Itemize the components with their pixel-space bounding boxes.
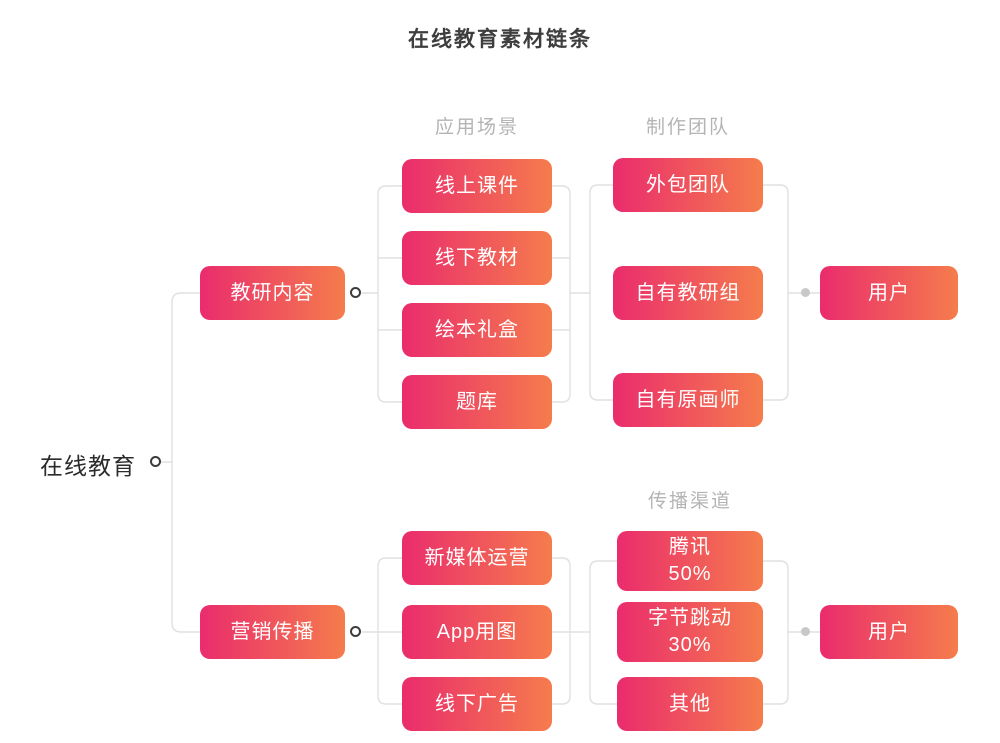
topic-label: 营销传播 (230, 620, 315, 643)
topic-label: 自有教研组 (635, 281, 741, 304)
topic-outsourced-team[interactable]: 外包团队 (613, 158, 763, 212)
topic-inhouse-illustrator[interactable]: 自有原画师 (613, 373, 763, 427)
channel-share: 30% (668, 634, 712, 656)
topic-label: 线下广告 (435, 692, 519, 715)
topic-user-research[interactable]: 用户 (820, 266, 958, 320)
topic-bytedance[interactable]: 字节跳动 30% (617, 602, 763, 662)
topic-new-media-operation[interactable]: 新媒体运营 (402, 531, 552, 585)
link-dot-marketing-user[interactable] (801, 627, 810, 636)
channel-name: 其他 (669, 692, 711, 715)
collapse-handle-marketing[interactable] (350, 626, 361, 637)
topic-offline-textbook[interactable]: 线下教材 (402, 231, 552, 285)
topic-picture-book-gift-box[interactable]: 绘本礼盒 (402, 303, 552, 357)
collapse-handle-research[interactable] (350, 287, 361, 298)
collapse-handle-root[interactable] (150, 456, 161, 467)
channel-name: 腾讯 (669, 536, 711, 558)
topic-marketing-communication[interactable]: 营销传播 (200, 605, 345, 659)
topic-inhouse-research-group[interactable]: 自有教研组 (613, 266, 763, 320)
channel-name: 字节跳动 (648, 607, 732, 629)
topic-label: 自有原画师 (635, 388, 741, 411)
label-production-team: 制作团队 (645, 117, 730, 138)
topic-user-marketing[interactable]: 用户 (820, 605, 958, 659)
topic-tencent[interactable]: 腾讯 50% (617, 531, 763, 591)
topic-label: 线上课件 (435, 174, 519, 197)
topic-offline-advertising[interactable]: 线下广告 (402, 677, 552, 731)
topic-question-bank[interactable]: 题库 (402, 375, 552, 429)
diagram-title: 在线教育素材链条 (408, 28, 592, 51)
root-topic-label[interactable]: 在线教育 (40, 453, 136, 479)
channel-share: 50% (668, 563, 712, 585)
topic-label: 用户 (868, 620, 910, 643)
topic-label: 用户 (868, 281, 910, 304)
topic-research-content[interactable]: 教研内容 (200, 266, 345, 320)
link-dot-research-user[interactable] (801, 288, 810, 297)
topic-label: 题库 (456, 390, 498, 413)
topic-label: App用图 (436, 620, 518, 643)
label-application-scenario: 应用场景 (434, 117, 519, 138)
topic-label: 线下教材 (435, 246, 519, 269)
topic-label: 新媒体运营 (424, 546, 530, 569)
topic-app-graphics[interactable]: App用图 (402, 605, 552, 659)
topic-label: 外包团队 (646, 173, 730, 196)
topic-label: 教研内容 (230, 281, 315, 304)
topic-online-courseware[interactable]: 线上课件 (402, 159, 552, 213)
label-distribution-channel: 传播渠道 (647, 491, 732, 512)
topic-label: 绘本礼盒 (435, 318, 519, 341)
topic-others[interactable]: 其他 (617, 677, 763, 731)
